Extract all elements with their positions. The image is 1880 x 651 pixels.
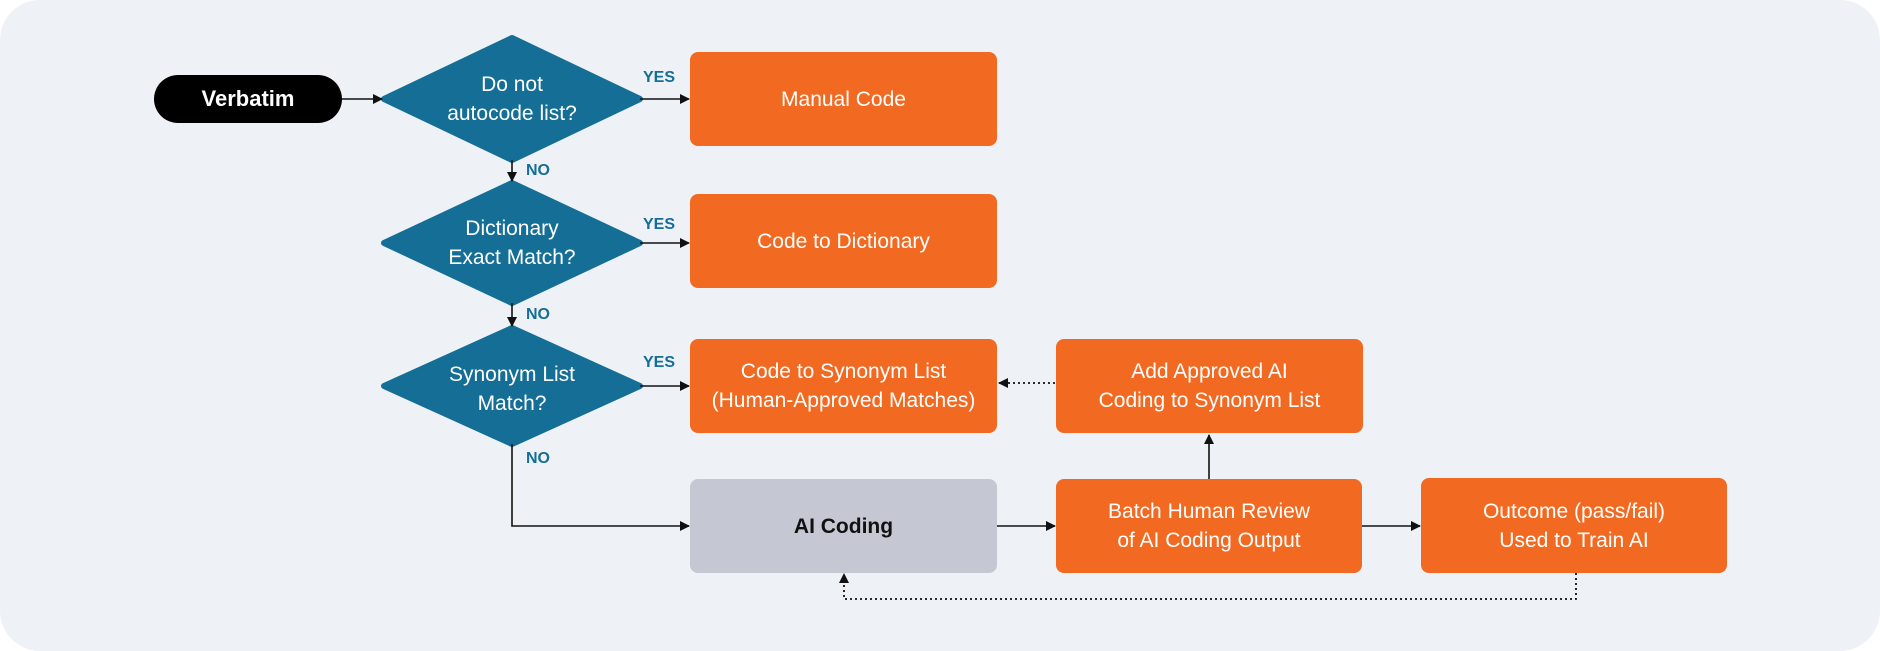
- start-verbatim-label: Verbatim: [201, 86, 295, 111]
- outcome-box: Outcome (pass/fail) Used to Train AI: [1421, 478, 1727, 573]
- batch-review-label: Batch Human Review of AI Coding Output: [1108, 500, 1310, 552]
- code-to-synonym-box: Code to Synonym List (Human-Approved Mat…: [690, 339, 997, 433]
- code-to-synonym-label: Code to Synonym List (Human-Approved Mat…: [711, 360, 976, 412]
- outcome-label: Outcome (pass/fail) Used to Train AI: [1482, 499, 1666, 552]
- code-to-dictionary-box: Code to Dictionary: [690, 194, 997, 288]
- manual-code-label: Manual Code: [781, 87, 906, 111]
- manual-code-box: Manual Code: [690, 52, 997, 146]
- yes-label-autocode: YES: [643, 69, 676, 86]
- no-label-autocode: NO: [526, 162, 550, 179]
- code-to-dictionary-label: Code to Dictionary: [757, 229, 930, 253]
- ai-coding-label: AI Coding: [793, 514, 894, 538]
- add-approved-label: Add Approved AI Coding to Synonym List: [1098, 360, 1321, 412]
- yes-label-synonym: YES: [643, 354, 676, 371]
- start-verbatim: Verbatim: [154, 75, 342, 123]
- no-label-synonym: NO: [526, 450, 550, 467]
- no-label-dictionary: NO: [526, 306, 550, 323]
- ai-coding-box: AI Coding: [690, 479, 997, 573]
- decision-dictionary-label: Dictionary Exact Match?: [448, 217, 576, 269]
- dotted-arrow-outcome-to-ai: [839, 573, 1577, 600]
- arrow-synonym-no: [511, 444, 690, 531]
- add-approved-box: Add Approved AI Coding to Synonym List: [1056, 339, 1363, 433]
- decision-synonym-label: Synonym List Match?: [448, 363, 576, 415]
- yes-label-dictionary: YES: [643, 216, 676, 233]
- decision-autocode-label: Do not autocode list?: [447, 73, 577, 125]
- batch-review-box: Batch Human Review of AI Coding Output: [1056, 479, 1362, 573]
